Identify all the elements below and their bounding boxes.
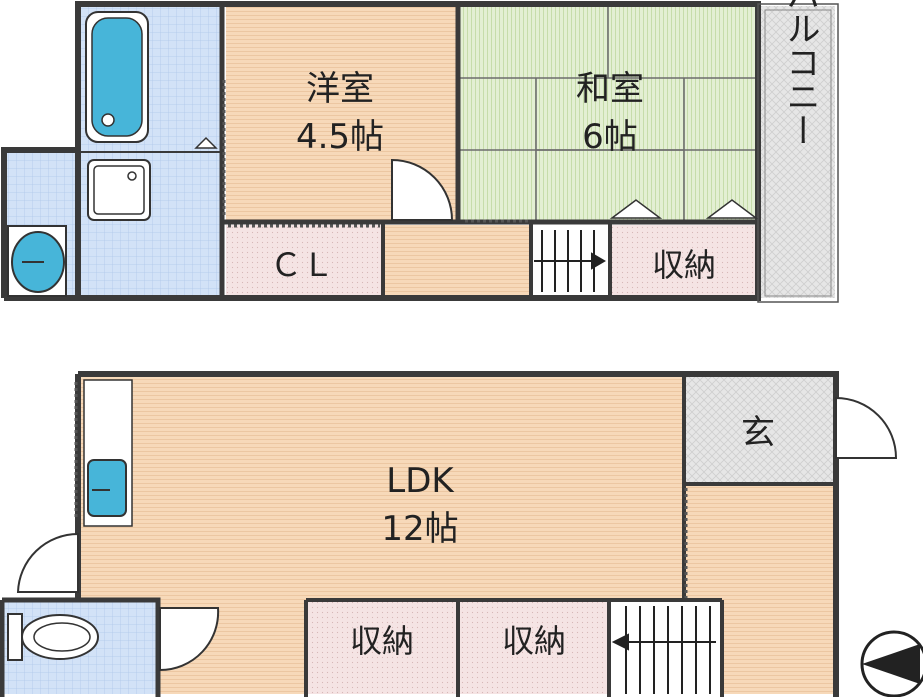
tatami-lines [460,6,756,220]
japanese-room-name: 和室 [576,69,644,109]
kitchen-counter [83,379,133,527]
tatami-door-markers [194,136,759,219]
japanese-room-size: 6帖 [582,117,638,157]
toilet-icon [7,613,99,661]
upper-floor: 洋室 4.5帖 和室 6帖 ＣＬ 収納 バルコニー [1,0,839,303]
sliding-doors-upper [222,80,530,228]
door-swing-entrance [835,396,898,459]
storage-upper-label: 収納 [652,246,716,284]
door-swing-ldk-side [16,532,79,593]
balcony-floor [760,6,835,298]
closet-floor [226,225,382,296]
lower-walls [0,371,839,697]
compass-icon [860,630,923,697]
storage-lower-2-label: 収納 [502,622,566,660]
closet-label: ＣＬ [270,246,334,284]
door-swing-toilet [159,607,220,672]
washing-machine-icon [87,159,151,221]
hall-floor [384,225,530,296]
bathtub-icon [85,11,149,143]
balcony-label: バルコニー [780,0,820,147]
storage-lower-2-floor [460,602,608,694]
ldk-name: LDK [386,461,455,501]
lower-floor: LDK 12帖 玄 収納 収納 [0,371,898,697]
washbasin-icon [7,225,67,297]
western-room-name: 洋室 [306,69,374,109]
balcony-outline [757,3,839,303]
kitchen-sink-icon [87,459,127,517]
entrance-label: 玄 [741,413,775,453]
entrance-floor [686,376,834,482]
door-swings-lower [16,396,898,672]
western-room-size: 4.5帖 [296,117,384,157]
storage-lower-1-label: 収納 [350,622,414,660]
stairs-lower-icon [611,606,716,694]
sliding-doors-lower [74,382,688,598]
stairs-icon [534,230,606,292]
balcony-inner-outline [764,9,832,297]
storage-lower-1-floor [308,602,456,694]
ldk-size: 12帖 [381,509,458,549]
door-swing-western [391,158,454,221]
storage-upper-floor [612,225,756,296]
